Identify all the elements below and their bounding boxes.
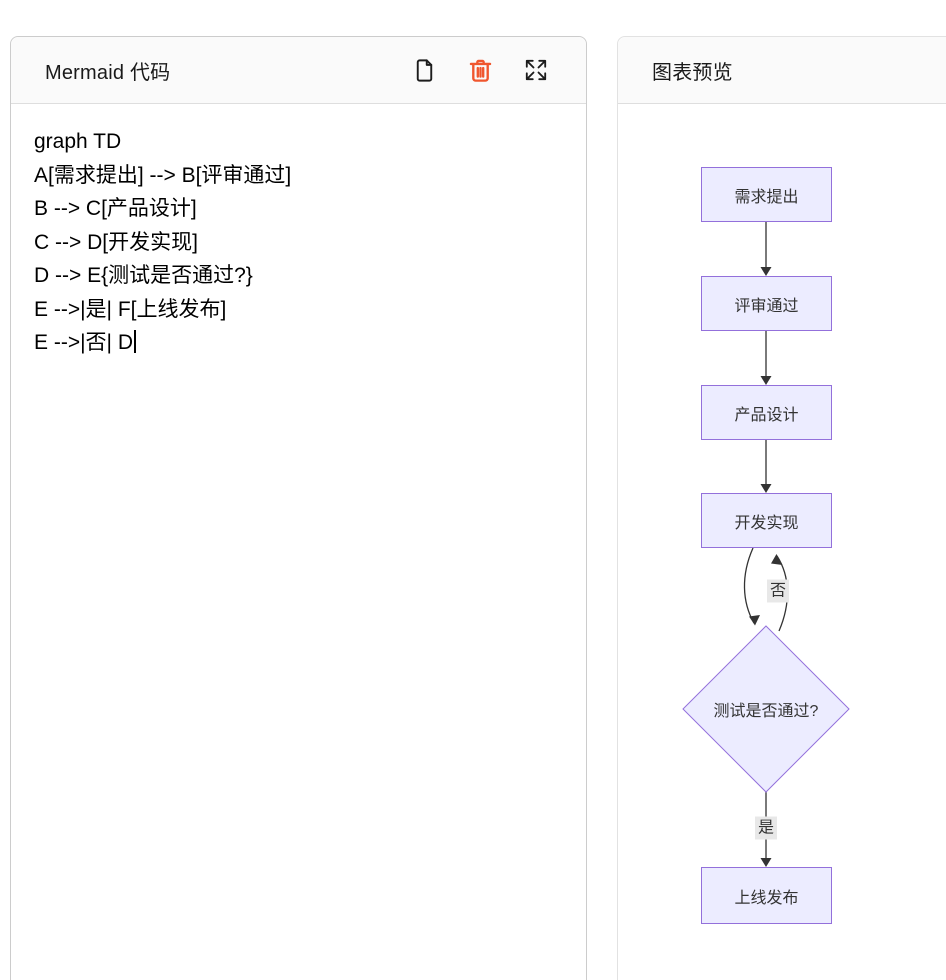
preview-panel-title: 图表预览 (652, 61, 733, 84)
code-line: E -->|是| F[上线发布] (34, 297, 227, 321)
decision-diamond (682, 625, 850, 793)
code-line: graph TD (34, 130, 122, 153)
code-line: B --> C[产品设计] (34, 197, 197, 220)
flowchart-edges-layer (682, 222, 850, 867)
code-line: C --> D[开发实现] (34, 230, 198, 254)
code-line: D --> E{测试是否通过?} (34, 264, 253, 287)
flowchart-node-review: 评审通过 (701, 276, 832, 331)
text-caret (134, 330, 137, 353)
flowchart-preview: 需求提出 评审通过 产品设计 开发实现 测试是否通过? 否 是 上线发布 (618, 104, 946, 980)
flowchart-node-develop: 开发实现 (701, 493, 832, 548)
trash-icon (469, 59, 491, 82)
fullscreen-button[interactable] (522, 55, 550, 85)
node-label: 评审通过 (734, 297, 799, 315)
new-file-button[interactable] (410, 55, 438, 85)
edge-label-no: 否 (766, 579, 790, 603)
edge-label-yes: 是 (754, 816, 778, 840)
delete-button[interactable] (466, 55, 494, 85)
node-label: 上线发布 (734, 889, 799, 907)
code-panel-toolbar (410, 55, 550, 85)
code-panel: Mermaid 代码 (10, 36, 587, 980)
file-icon (416, 58, 432, 82)
code-line: A[需求提出] --> B[评审通过] (34, 163, 292, 187)
preview-panel-header: 图表预览 (618, 37, 946, 104)
expand-icon (525, 59, 547, 81)
flowchart-node-requirement: 需求提出 (701, 167, 832, 222)
flowchart-node-design: 产品设计 (701, 385, 832, 440)
node-label: 产品设计 (734, 406, 799, 424)
node-label: 开发实现 (734, 514, 799, 532)
node-label: 需求提出 (734, 188, 799, 206)
code-editor[interactable]: graph TD A[需求提出] --> B[评审通过] B --> C[产品设… (11, 104, 586, 381)
flowchart-node-release: 上线发布 (701, 867, 832, 924)
code-line-text: E -->|否| D (34, 331, 134, 354)
code-panel-header: Mermaid 代码 (11, 37, 586, 104)
code-line-last: E -->|否| D (34, 326, 563, 360)
flowchart-node-test-decision: 测试是否通过? (713, 703, 819, 720)
code-panel-title: Mermaid 代码 (45, 61, 171, 84)
preview-panel: 图表预览 (617, 36, 946, 980)
